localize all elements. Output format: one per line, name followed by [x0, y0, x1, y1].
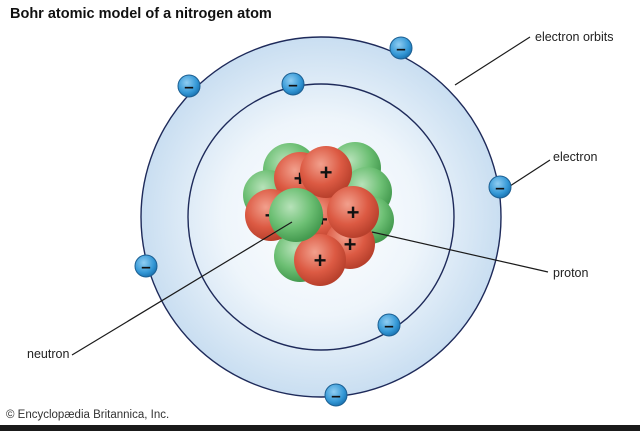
- electron-sign: –: [331, 386, 340, 405]
- electron: [389, 36, 413, 60]
- proton: [300, 146, 352, 198]
- proton-sign: +: [344, 232, 357, 257]
- electron: [377, 313, 401, 337]
- proton-sign: +: [320, 160, 333, 185]
- label-electron-orbits: electron orbits: [535, 30, 614, 44]
- electron-sign: –: [184, 77, 193, 96]
- label-proton: proton: [553, 266, 589, 280]
- neutron: [269, 188, 323, 242]
- page-title: Bohr atomic model of a nitrogen atom: [10, 6, 272, 22]
- proton-leader-line: [371, 231, 549, 273]
- electron-sign: –: [384, 316, 393, 335]
- nucleus: + + + + + + +: [243, 142, 394, 286]
- copyright-credit: © Encyclopædia Britannica, Inc.: [6, 409, 170, 421]
- electron-leader-line: [509, 159, 551, 187]
- electron: [324, 383, 348, 407]
- label-neutron: neutron: [27, 347, 70, 361]
- electron: [488, 175, 512, 199]
- inner-orbit: [187, 83, 455, 351]
- orbits-leader-line: [454, 36, 531, 86]
- proton: [294, 234, 346, 286]
- electron-sign: –: [288, 75, 297, 94]
- neutron-leader-line: [71, 221, 293, 356]
- electron-sign: –: [396, 39, 405, 58]
- bottom-bar: [0, 425, 640, 431]
- proton-sign: +: [347, 200, 360, 225]
- electron: [281, 72, 305, 96]
- electrons: – – – – – – –: [134, 36, 512, 407]
- electron-sign: –: [141, 257, 150, 276]
- proton-sign: +: [314, 248, 327, 273]
- electron: [134, 254, 158, 278]
- electron-sign: –: [495, 178, 504, 197]
- electron: [177, 74, 201, 98]
- proton: [327, 186, 379, 238]
- label-electron: electron: [553, 150, 598, 164]
